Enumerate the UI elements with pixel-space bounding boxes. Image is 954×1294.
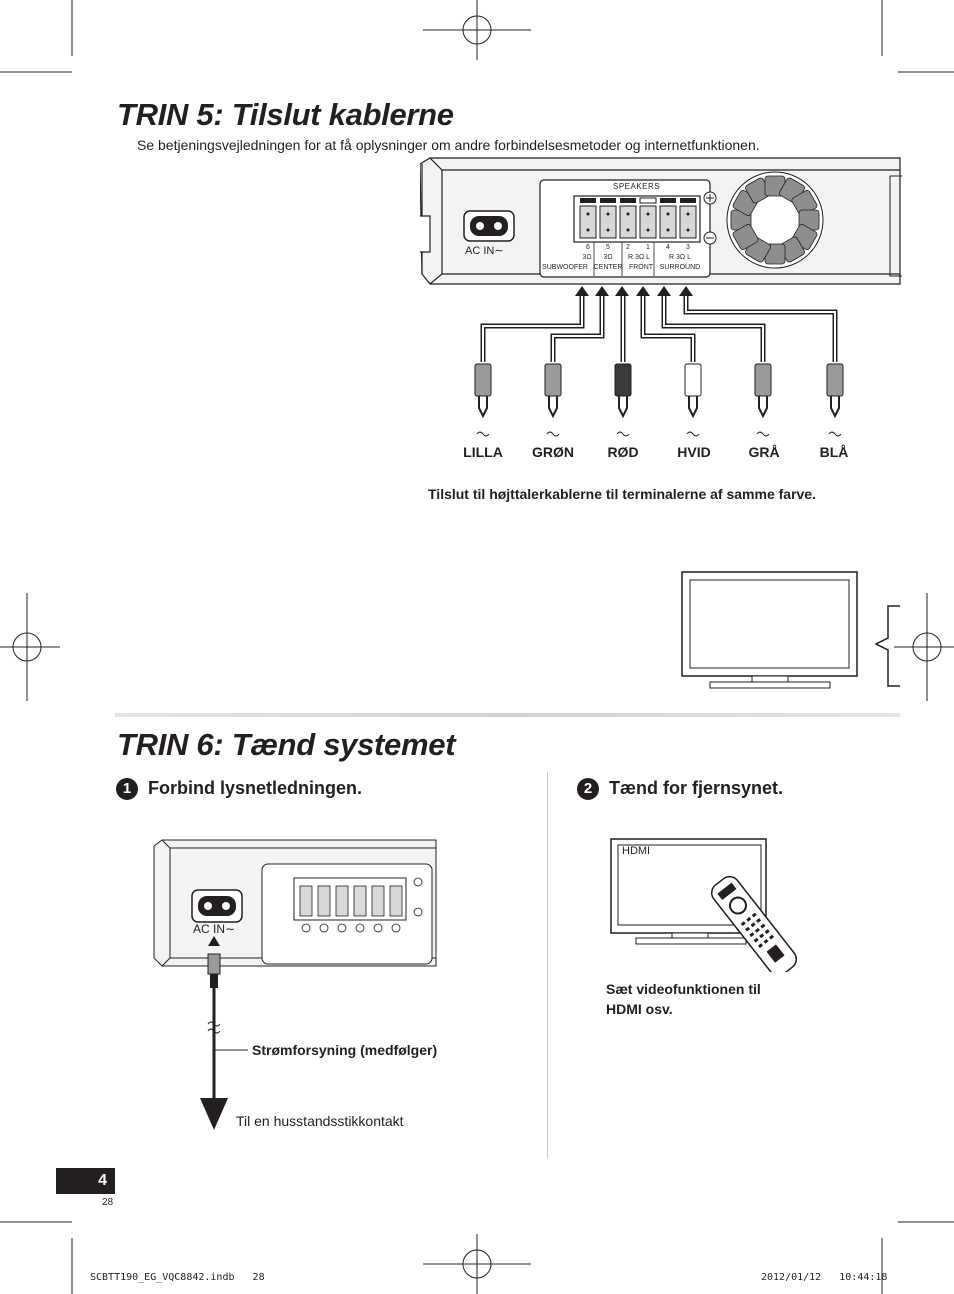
tv-illustration [681, 571, 900, 689]
speakers-label: SPEAKERS [613, 182, 661, 191]
terminal-labels: 6 5 2 1 4 3 3Ω 3Ω R 3Ω L R 3Ω L SUBWOOFE… [540, 244, 710, 276]
terminal-num: 6 [586, 244, 590, 251]
terminal-num: 4 [666, 244, 670, 251]
tv-remote-illustration [610, 838, 798, 972]
terminal-name: SUBWOOFER [542, 264, 588, 271]
step6-number-1: 1 [116, 778, 138, 800]
speaker-cables [474, 286, 844, 437]
column-divider [547, 772, 548, 1158]
terminal-name: SURROUND [659, 264, 701, 271]
cable-label-hvid: HVID [677, 444, 711, 460]
step5-intro: Se betjeningsvejledningen for at få oply… [137, 137, 760, 153]
tv-note-line-2: HDMI osv. [606, 1001, 673, 1017]
terminal-name: CENTER [593, 264, 623, 271]
cable-label-bla: BLÅ [819, 444, 849, 460]
ac-in-label: AC IN∼ [465, 245, 504, 257]
power-cord-label: Strømforsyning (medfølger) [252, 1042, 438, 1058]
terminal-ohm: 3Ω [582, 254, 592, 261]
footer-timestamp: 2012/01/12 10:44:18 [761, 1272, 888, 1283]
tv-hdmi-label: HDMI [622, 845, 651, 857]
fan-icon [726, 171, 824, 269]
cable-label-gra: GRÅ [748, 444, 780, 460]
cable-caption: Tilslut til højttalerkablerne til termin… [428, 486, 816, 502]
terminal-ohm: R 3Ω L [628, 254, 650, 261]
tv-note-line-1: Sæt videofunktionen til [606, 981, 761, 997]
remote-control-icon [710, 875, 798, 972]
terminal-ohm: 3Ω [603, 254, 613, 261]
page-number: 4 [56, 1168, 115, 1194]
section-divider [115, 713, 900, 717]
step5-title: TRIN 5: Tilslut kablerne [117, 97, 454, 132]
step6-heading-1: Forbind lysnetledningen. [148, 778, 363, 798]
terminal-num: 2 [626, 244, 630, 251]
outlet-arrow-icon [200, 1098, 228, 1130]
terminal-ohm: R 3Ω L [669, 254, 691, 261]
cable-label-rod: RØD [607, 444, 639, 460]
outlet-label: Til en husstandsstikkontakt [236, 1113, 404, 1129]
terminal-name: FRONT [628, 264, 654, 271]
footer-file: SCBTT190_EG_VQC8842.indb 28 [90, 1272, 265, 1283]
step6-heading-2: Tænd for fjernsynet. [609, 778, 784, 798]
sub-page-number: 28 [102, 1197, 114, 1208]
ac-in-label-2: AC IN∼ [193, 922, 236, 936]
cable-label-gron: GRØN [532, 444, 574, 460]
terminal-num: 1 [646, 244, 650, 251]
step6-number-2: 2 [577, 778, 599, 800]
rear-panel-illustration [420, 157, 902, 285]
step6-title: TRIN 6: Tænd systemet [117, 727, 456, 762]
terminal-num: 5 [606, 244, 610, 251]
cable-label-lilla: LILLA [463, 444, 503, 460]
terminal-num: 3 [686, 244, 690, 251]
power-connection-illustration [153, 839, 437, 1130]
